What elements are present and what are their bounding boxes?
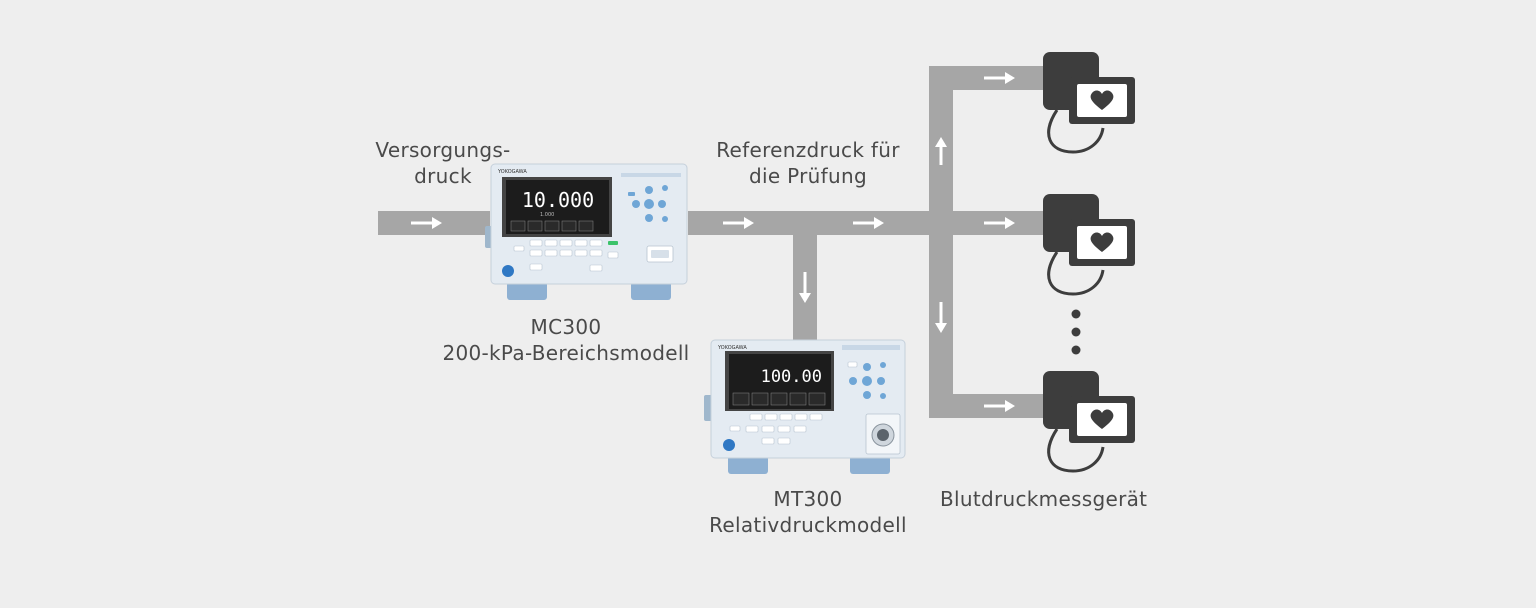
flow-arrow-icon <box>984 72 1015 84</box>
mt300-brand-text: YOKOGAWA <box>717 345 747 351</box>
mc300-display-value: 10.000 <box>522 188 594 212</box>
flow-arrow-icon <box>984 400 1015 412</box>
mt300-description-text: Relativdruckmodell <box>709 513 907 537</box>
blood-pressure-monitor-icon <box>1041 50 1137 154</box>
mc300-device: YOKOGAWA 10.000 1.000 <box>485 163 688 300</box>
ellipsis-icon <box>1071 309 1081 355</box>
mt300-device: YOKOGAWA 100.00 <box>704 339 906 474</box>
mc300-brand-text: YOKOGAWA <box>497 169 527 175</box>
mc300-label: MC300 200-kPa-Bereichsmodell <box>416 314 716 366</box>
mt300-model-text: MT300 <box>773 487 843 511</box>
reference-label-line2: die Prüfung <box>749 164 867 188</box>
manifold-vertical-pipe <box>929 66 953 418</box>
flow-arrow-icon <box>935 137 947 165</box>
supply-label-line1: Versorgungs- <box>375 138 511 162</box>
blood-pressure-monitor-icon <box>1041 369 1137 473</box>
flow-arrow-icon <box>853 217 884 229</box>
flow-arrow-icon <box>411 217 442 229</box>
supply-label-line2: druck <box>414 164 472 188</box>
flow-arrow-icon <box>723 217 754 229</box>
blood-pressure-device-text: Blutdruckmessgerät <box>940 487 1148 511</box>
flow-arrows <box>411 72 1015 412</box>
mt300-display-value: 100.00 <box>761 367 822 387</box>
supply-pressure-label: Versorgungs- druck <box>368 137 518 189</box>
reference-label-line1: Referenzdruck für <box>716 138 900 162</box>
mc300-description-text: 200-kPa-Bereichsmodell <box>442 341 690 365</box>
reference-pressure-label: Referenzdruck für die Prüfung <box>698 137 918 189</box>
mc300-model-text: MC300 <box>530 315 602 339</box>
flow-arrow-icon <box>984 217 1015 229</box>
blood-pressure-monitor-icon <box>1041 192 1137 296</box>
mc300-sub-value: 1.000 <box>540 212 554 218</box>
flow-arrow-icon <box>799 272 811 303</box>
mt300-label: MT300 Relativdruckmodell <box>678 486 938 538</box>
flow-arrow-icon <box>935 302 947 333</box>
blood-pressure-device-label: Blutdruckmessgerät <box>940 486 1147 512</box>
